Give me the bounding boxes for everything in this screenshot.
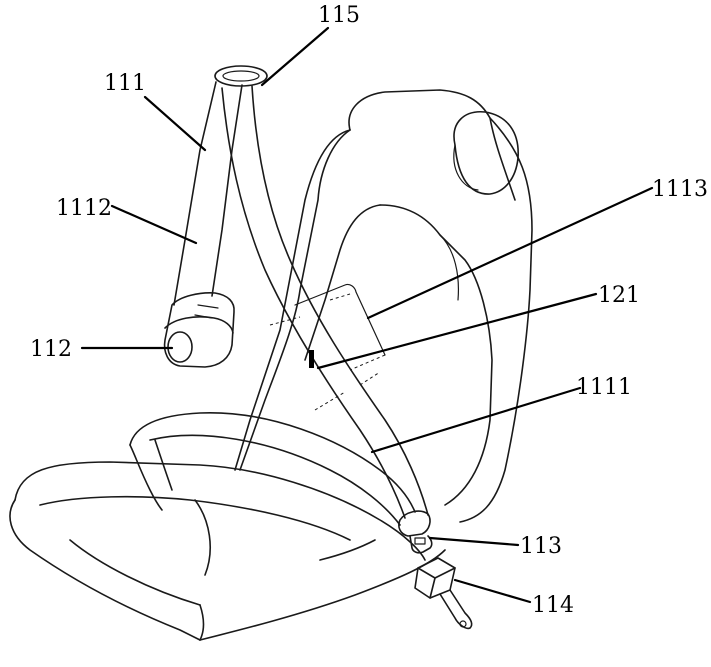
belt-tongue <box>398 510 433 554</box>
leader-115 <box>260 26 330 87</box>
sensor-region <box>269 283 386 411</box>
label-retractor: 112 <box>30 337 72 362</box>
shoulder-belt-diagonal <box>221 85 429 519</box>
leader-lines <box>80 26 654 604</box>
seat-back-frame <box>234 89 533 523</box>
retractor-body <box>163 292 235 368</box>
headrest <box>453 111 519 195</box>
label-lap-belt: 1111 <box>576 375 632 400</box>
belt-buckle <box>414 557 473 630</box>
leader-1111 <box>370 386 582 454</box>
label-sensor: 121 <box>598 283 640 308</box>
label-shoulder-guide: 115 <box>318 3 360 28</box>
label-belt-assembly: 111 <box>104 71 146 96</box>
upper-belt-strap <box>173 81 243 306</box>
seat-back-front <box>239 129 493 506</box>
side-bolster <box>129 412 416 526</box>
label-upper-belt: 1112 <box>56 196 112 221</box>
leader-121 <box>316 292 598 370</box>
leader-1113 <box>366 186 654 320</box>
label-sensor-region: 1113 <box>652 177 708 202</box>
seat-cushion <box>9 461 446 641</box>
leader-111 <box>143 95 207 152</box>
shoulder-guide-ring <box>214 65 268 87</box>
sensor-element <box>309 350 314 368</box>
label-tongue: 113 <box>520 534 562 559</box>
leader-113 <box>428 536 520 547</box>
label-buckle: 114 <box>532 593 574 618</box>
leader-114 <box>453 578 532 604</box>
leader-1112 <box>110 204 198 245</box>
